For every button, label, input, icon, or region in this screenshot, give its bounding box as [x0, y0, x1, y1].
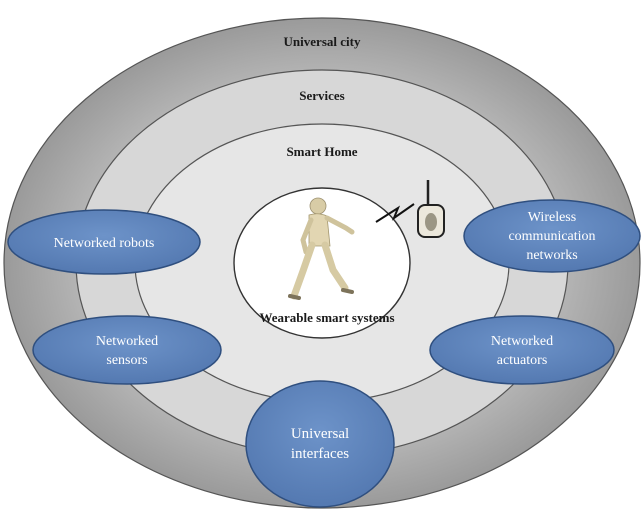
node-sensors-label-1: Networked: [96, 334, 158, 349]
label-services: Services: [299, 88, 344, 103]
node-interfaces-label-1: Universal: [291, 426, 349, 442]
label-wearable-smart-systems: Wearable smart systems: [259, 310, 394, 325]
node-actuators-label-1: Networked: [491, 334, 553, 349]
node-networked-sensors: Networked sensors: [32, 315, 222, 385]
label-smart-home: Smart Home: [286, 144, 357, 159]
core-wearable: [233, 187, 411, 339]
wireless-signal-icon: [375, 203, 415, 223]
node-wireless-label-2: communication: [508, 229, 595, 244]
wireless-device-icon: [417, 180, 445, 238]
node-universal-interfaces: Universal interfaces: [245, 380, 395, 508]
node-actuators-label-2: actuators: [497, 353, 548, 368]
node-wireless-communication: Wireless communication networks: [463, 199, 641, 273]
node-networked-robots: Networked robots: [7, 209, 201, 275]
label-universal-city: Universal city: [284, 34, 361, 49]
node-wireless-label-3: networks: [526, 248, 577, 263]
node-networked-actuators: Networked actuators: [429, 315, 615, 385]
node-networked-robots-label: Networked robots: [54, 236, 155, 251]
node-wireless-label-1: Wireless: [528, 210, 576, 225]
node-interfaces-label-2: interfaces: [291, 446, 349, 462]
node-sensors-label-2: sensors: [106, 353, 147, 368]
walking-person-icon: [288, 197, 355, 300]
